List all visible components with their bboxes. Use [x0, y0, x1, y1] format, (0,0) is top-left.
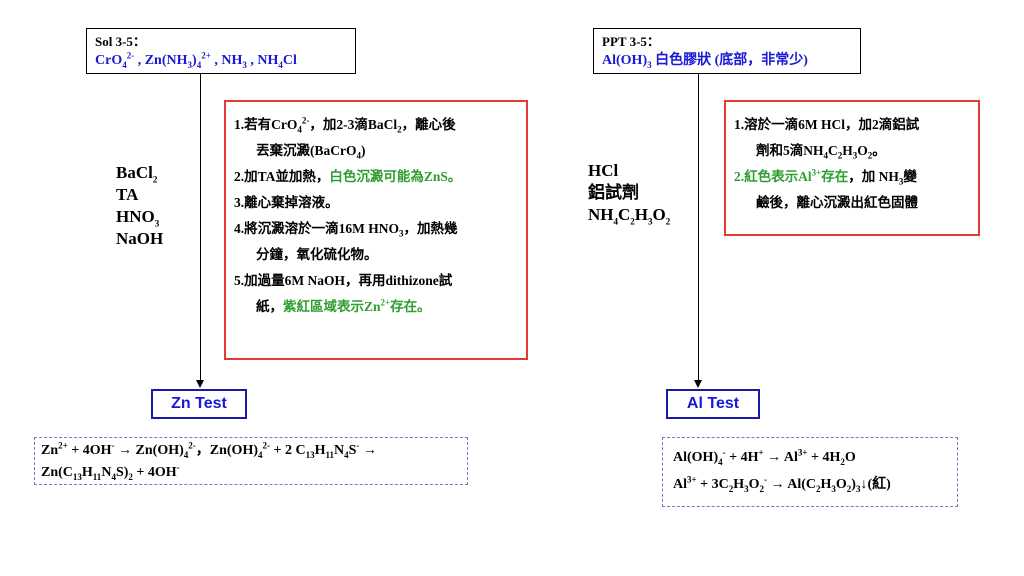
right-reagents: HCl 鋁試劑 NH4C2H3O2	[588, 160, 670, 226]
zn-equation-box: Zn2+ + 4OH- → Zn(OH)42-，Zn(OH)42- + 2 C1…	[34, 437, 468, 485]
zn-step-4-cont: 分鐘，氧化硫化物。	[256, 247, 378, 262]
al-step-2-cont: 鹼後，離心沉澱出紅色固體	[756, 195, 918, 210]
reagent-bacl2: BaCl2	[116, 163, 158, 185]
reagent-hno3: HNO3	[116, 207, 160, 229]
al-test-label: Al Test	[666, 389, 760, 419]
zn-step-4: 4.將沉澱溶於一滴16M HNO3，加熱幾	[234, 221, 458, 239]
sol-ions: CrO42- , Zn(NH3)42+ , NH3 , NH4Cl	[95, 50, 297, 70]
ppt-title: PPT 3-5：	[602, 34, 660, 49]
ppt-desc: Al(OH)3 白色膠狀 (底部，非常少)	[602, 53, 808, 70]
zn-equation-line-1: Zn2+ + 4OH- → Zn(OH)42-，Zn(OH)42- + 2 C1…	[41, 440, 377, 460]
reagent-naoh: NaOH	[116, 229, 164, 248]
zn-step-1-cont: 丟棄沉澱(BaCrO4)	[256, 143, 366, 161]
sol-box: Sol 3-5： CrO42- , Zn(NH3)42+ , NH3 , NH4…	[86, 28, 356, 74]
left-reagents: BaCl2 TA HNO3 NaOH	[116, 162, 163, 250]
zn-step-2: 2.加TA並加熱，白色沉澱可能為ZnS。	[234, 169, 462, 184]
zn-step-1: 1.若有CrO42-，加2-3滴BaCl2，離心後	[234, 115, 456, 135]
zn-test-label: Zn Test	[151, 389, 247, 419]
left-arrowhead	[196, 380, 204, 388]
al-step-1: 1.溶於一滴6M HCl，加2滴鋁試	[734, 117, 920, 132]
al-equation-box: Al(OH)4- + 4H+ → Al3+ + 4H2O Al3+ + 3C2H…	[662, 437, 958, 507]
zn-step-5-cont: 紙，紫紅區域表示Zn2+存在。	[256, 297, 431, 314]
al-equation-line-2: Al3+ + 3C2H3O2- → Al(C2H3O2)3↓(紅)	[673, 474, 891, 494]
ppt-box: PPT 3-5： Al(OH)3 白色膠狀 (底部，非常少)	[593, 28, 861, 74]
zn-steps-box: 1.若有CrO42-，加2-3滴BaCl2，離心後 丟棄沉澱(BaCrO4) 2…	[224, 100, 528, 360]
right-flow-line	[698, 74, 699, 380]
zn-step-3: 3.離心棄掉溶液。	[234, 195, 339, 210]
al-steps-box: 1.溶於一滴6M HCl，加2滴鋁試 劑和5滴NH4C2H3O2。 2.紅色表示…	[724, 100, 980, 236]
sol-title: Sol 3-5：	[95, 34, 146, 49]
left-flow-line	[200, 74, 201, 380]
zn-step-5: 5.加過量6M NaOH，再用dithizone試	[234, 273, 453, 288]
zn-equation-line-2: Zn(C13H11N4S)2 + 4OH-	[41, 462, 180, 482]
reagent-hcl: HCl	[588, 161, 619, 180]
reagent-nh4c2h3o2: NH4C2H3O2	[588, 205, 671, 227]
reagent-ta: TA	[116, 185, 139, 204]
right-arrowhead	[694, 380, 702, 388]
al-step-1-cont: 劑和5滴NH4C2H3O2。	[756, 143, 886, 161]
al-step-2: 2.紅色表示Al3+存在，加 NH3變	[734, 167, 917, 187]
reagent-aluminon: 鋁試劑	[588, 183, 639, 202]
al-equation-line-1: Al(OH)4- + 4H+ → Al3+ + 4H2O	[673, 447, 856, 467]
